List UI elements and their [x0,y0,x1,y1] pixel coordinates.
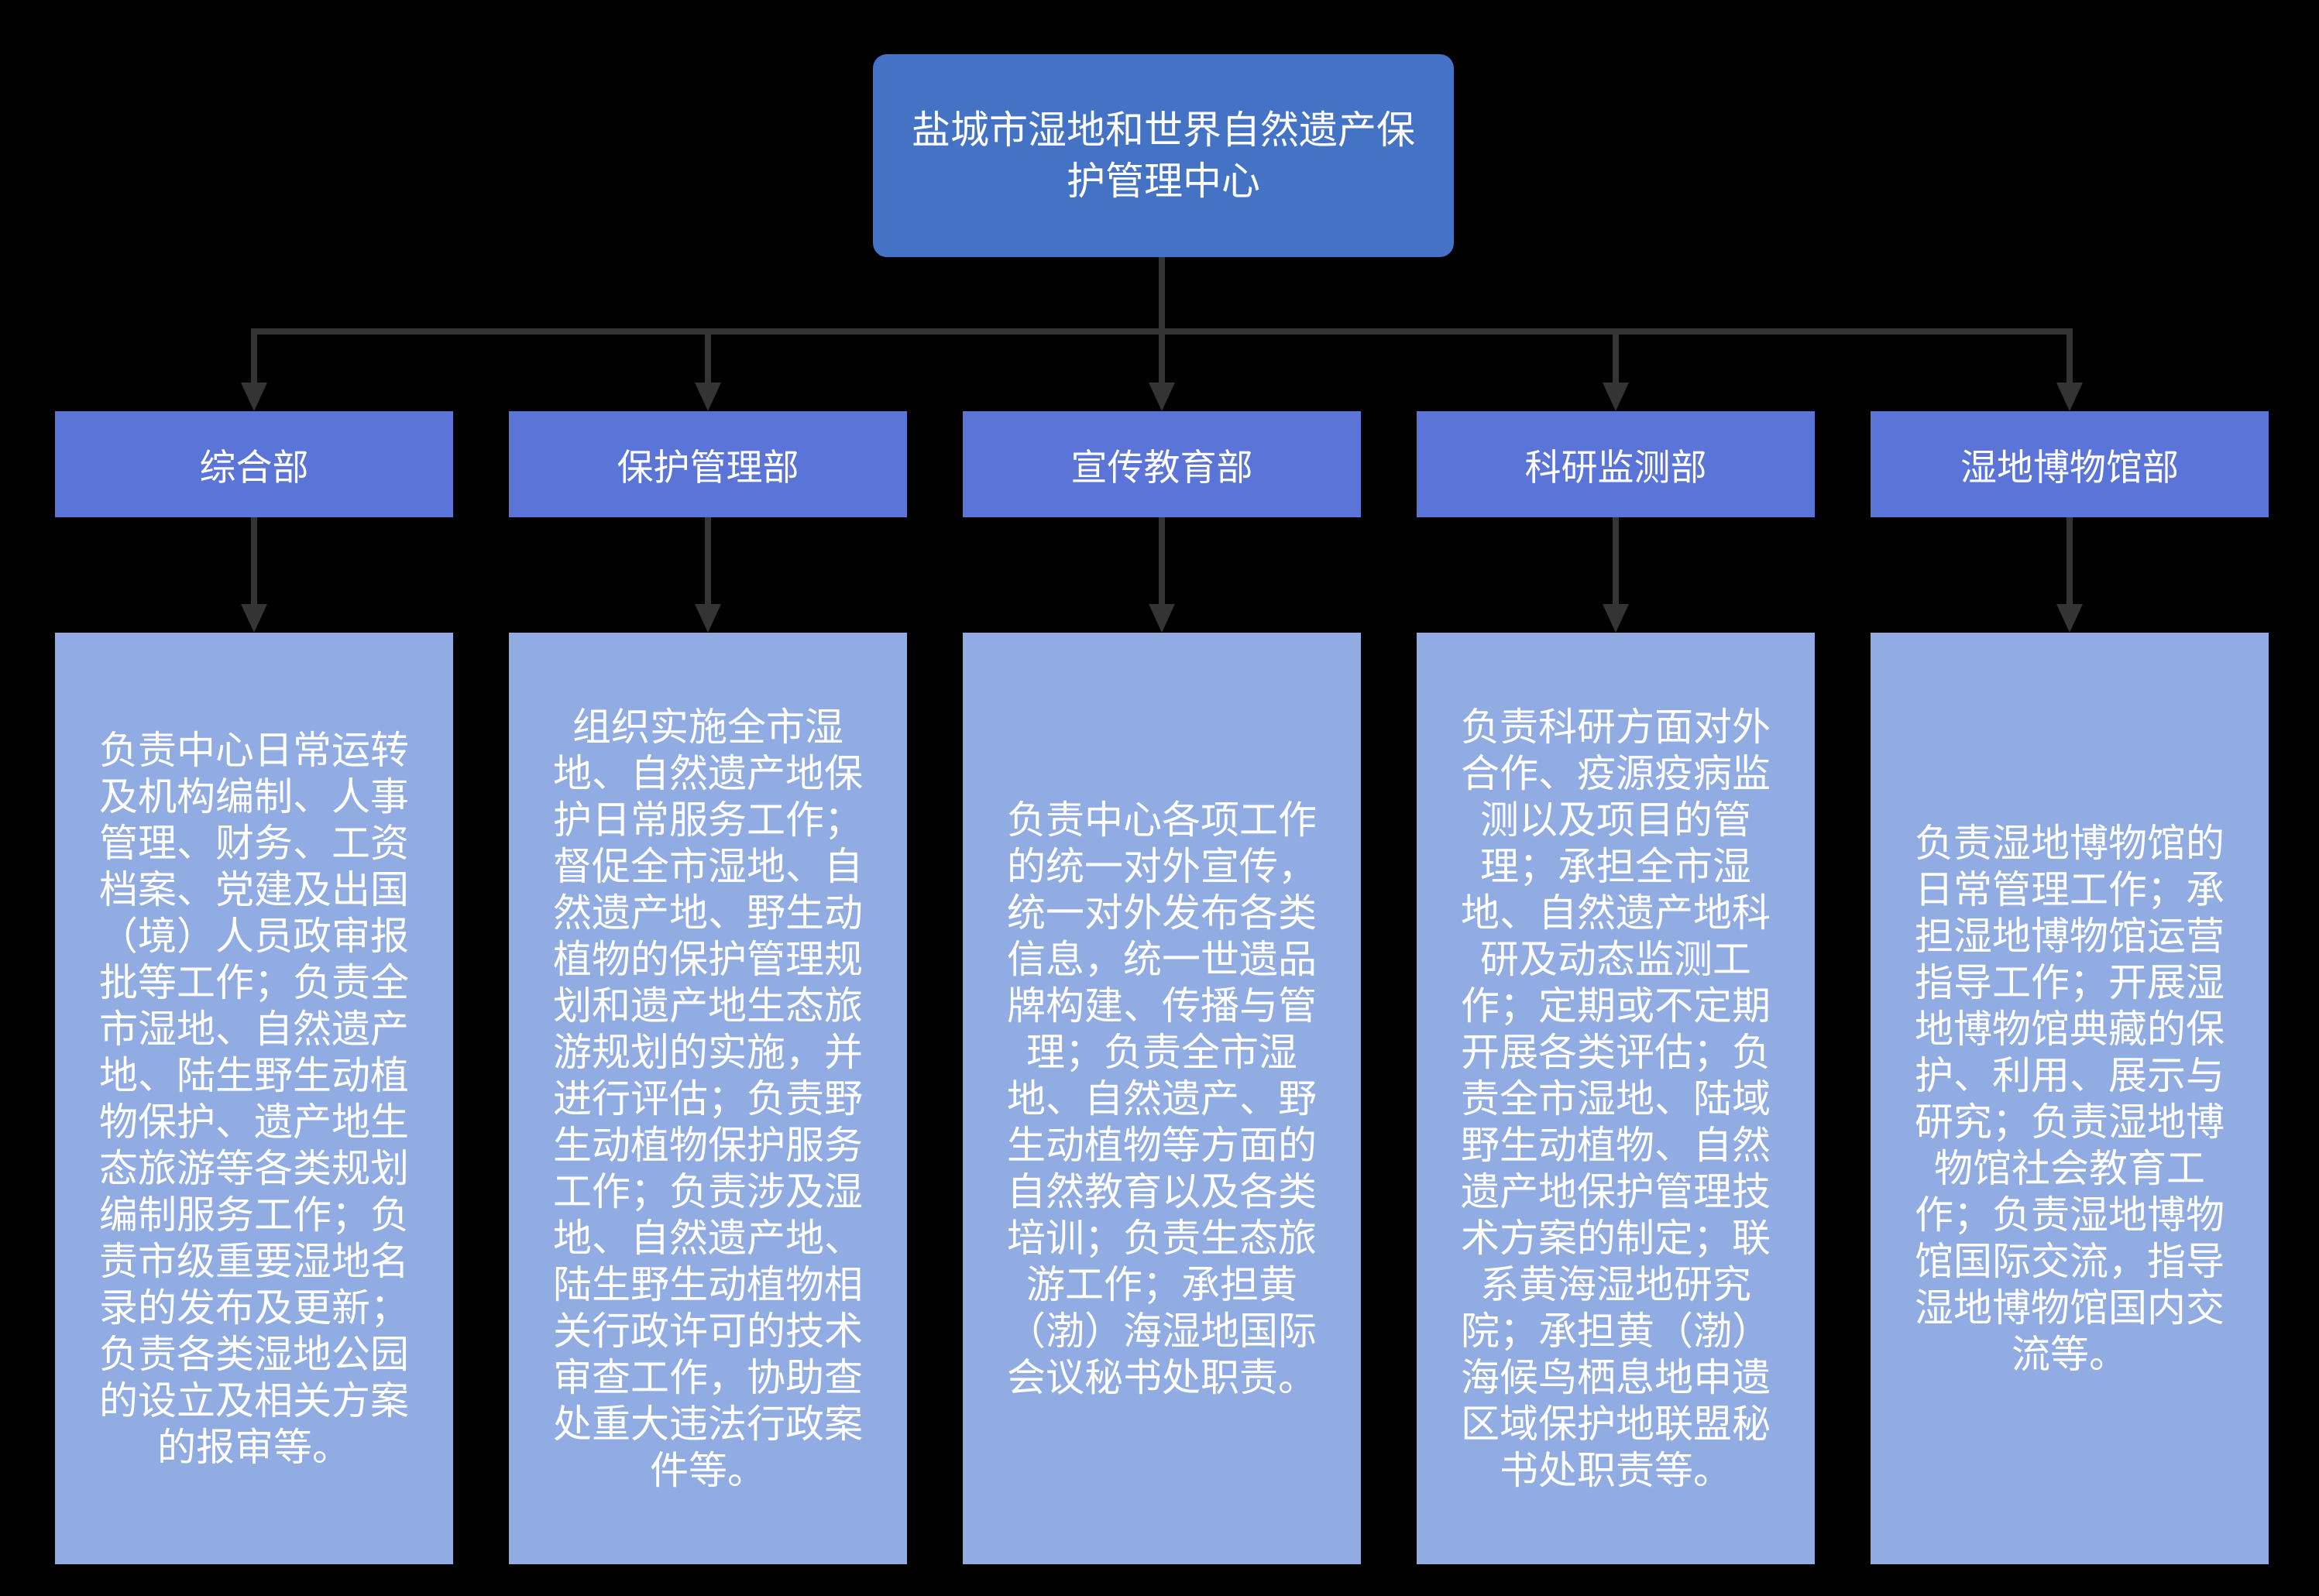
description-node-shidibowuguanbu: 负责湿地博物馆的日常管理工作；承担湿地博物馆运营指导工作；开展湿地博物馆典藏的保… [1871,633,2269,1564]
connector-stem-desc-1 [251,517,257,604]
arrow-down-icon [1149,383,1175,411]
connector-stem-desc-5 [2066,517,2073,604]
connector-stem-dept-1 [251,335,257,383]
arrow-down-icon [695,604,721,633]
connector-stem-dept-5 [2066,335,2073,383]
connector-stem-dept-3 [1159,335,1165,383]
connector-stem-dept-2 [705,335,711,383]
department-label: 宣传教育部 [1070,447,1253,488]
department-node-shidibowuguanbu: 湿地博物馆部 [1871,411,2269,517]
department-label: 保护管理部 [617,447,799,488]
connector-stem-desc-4 [1613,517,1619,604]
description-text: 负责中心各项工作的统一对外宣传，统一对外发布各类信息，统一世遗品牌构建、传播与管… [1007,798,1317,1399]
root-node-title: 盐城市湿地和世界自然遗产保护管理中心 [912,108,1415,203]
arrow-down-icon [2056,604,2083,633]
description-node-baohuguanlibu: 组织实施全市湿地、自然遗产地保护日常服务工作；督促全市湿地、自然遗产地、野生动植… [509,633,907,1564]
description-text: 组织实施全市湿地、自然遗产地保护日常服务工作；督促全市湿地、自然遗产地、野生动植… [553,705,863,1492]
arrow-down-icon [2056,383,2083,411]
connector-stem-desc-3 [1159,517,1165,604]
arrow-down-icon [1149,604,1175,633]
department-label: 科研监测部 [1524,447,1707,488]
department-node-xuanchuanjiaoyubu: 宣传教育部 [963,411,1361,517]
department-label: 综合部 [199,447,309,488]
arrow-down-icon [1603,604,1629,633]
department-label: 湿地博物馆部 [1960,447,2179,488]
description-node-zonghebu: 负责中心日常运转及机构编制、人事管理、财务、工资档案、党建及出国（境）人员政审报… [55,633,453,1564]
connector-stem-desc-2 [705,517,711,604]
arrow-down-icon [1603,383,1629,411]
description-node-xuanchuanjiaoyubu: 负责中心各项工作的统一对外宣传，统一对外发布各类信息，统一世遗品牌构建、传播与管… [963,633,1361,1564]
connector-root-stem [1159,257,1165,328]
department-node-zonghebu: 综合部 [55,411,453,517]
root-node: 盐城市湿地和世界自然遗产保护管理中心 [873,54,1454,257]
connector-stem-dept-4 [1613,335,1619,383]
connector-trunk-line [251,328,2073,335]
description-text: 负责湿地博物馆的日常管理工作；承担湿地博物馆运营指导工作；开展湿地博物馆典藏的保… [1915,821,2225,1376]
description-node-keyanjiancebu: 负责科研方面对外合作、疫源疫病监测以及项目的管理；承担全市湿地、自然遗产地科研及… [1417,633,1815,1564]
arrow-down-icon [241,383,267,411]
arrow-down-icon [695,383,721,411]
department-node-keyanjiancebu: 科研监测部 [1417,411,1815,517]
department-node-baohuguanlibu: 保护管理部 [509,411,907,517]
description-text: 负责科研方面对外合作、疫源疫病监测以及项目的管理；承担全市湿地、自然遗产地科研及… [1461,705,1771,1492]
arrow-down-icon [241,604,267,633]
description-text: 负责中心日常运转及机构编制、人事管理、财务、工资档案、党建及出国（境）人员政审报… [99,728,409,1469]
